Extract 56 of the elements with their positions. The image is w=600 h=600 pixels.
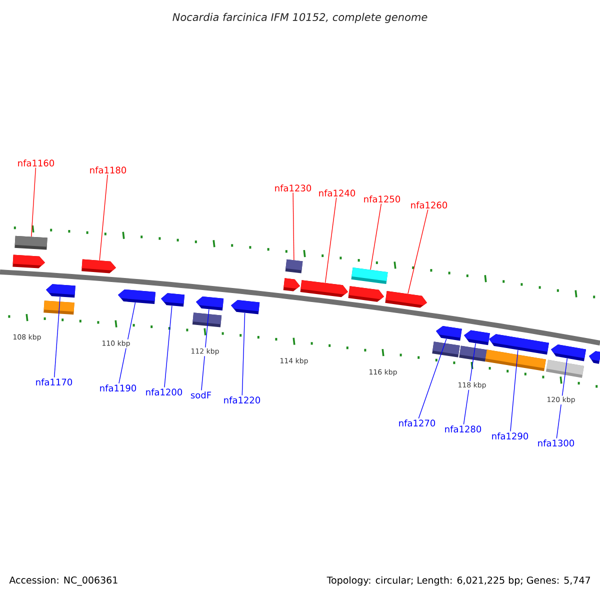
leader-line: [118, 302, 136, 384]
gene-block: [589, 351, 600, 364]
gene-label: nfa1170: [36, 378, 72, 386]
gene-label: nfa1240: [319, 190, 356, 196]
gene-label: nfa1250: [364, 196, 400, 202]
gene-block: [436, 326, 462, 341]
gene-label: nfa1160: [18, 160, 54, 166]
gene-block: [12, 254, 45, 268]
leader-line: [201, 308, 210, 391]
gene-block: [551, 344, 586, 362]
gene-label: nfa1300: [538, 440, 574, 446]
footer-text: Topology: circular; Length: 6,021,225 bp; Genes: 5,747: [326, 576, 590, 586]
gene-label: nfa1280: [445, 426, 482, 432]
gene-block: [46, 284, 76, 298]
gene-block: [231, 300, 260, 314]
gene-label: nfa1260: [411, 202, 448, 208]
footer-text: Accession: NC_006361: [9, 576, 118, 586]
gene-block: [161, 293, 185, 307]
gene-block: [118, 289, 156, 304]
gene-block: [196, 296, 224, 310]
gene-block: [14, 236, 48, 250]
gene-block: [82, 259, 116, 274]
gene-block: [432, 342, 460, 358]
gene-block: [546, 360, 584, 378]
leader-line: [408, 209, 428, 294]
gene-block: [348, 286, 384, 302]
leader-line: [31, 167, 36, 237]
gene-label: nfa1220: [224, 396, 260, 404]
leader-line: [292, 192, 294, 260]
leader-line: [324, 197, 337, 284]
gene-block: [459, 346, 487, 362]
gene-block: [285, 259, 303, 274]
gene-block: [464, 330, 490, 346]
leader-line: [54, 296, 60, 378]
leader-line: [242, 312, 246, 396]
gene-block: [192, 312, 222, 328]
gene-label: nfa1290: [492, 432, 528, 440]
leader-line: [510, 350, 518, 432]
gene-label: nfa1190: [100, 384, 136, 392]
gene-label: nfa1230: [275, 184, 312, 192]
gene-block: [44, 300, 74, 315]
gene-block: [283, 278, 300, 292]
leader-line: [99, 174, 108, 261]
gene-block: [351, 267, 388, 284]
title: Nocardia farcinica IFM 10152, complete genome: [172, 12, 428, 24]
leader-line: [164, 305, 172, 388]
gene-label: nfa1180: [90, 166, 126, 174]
gene-block: [385, 290, 427, 308]
gene-block: [485, 350, 546, 372]
gene-label: sodF: [190, 392, 212, 398]
gene-label: nfa1270: [399, 420, 436, 426]
leader-line: [556, 358, 568, 439]
gene-label: nfa1200: [146, 388, 182, 396]
leader-line: [418, 338, 447, 419]
leader-line: [370, 203, 382, 270]
leader-line: [463, 342, 476, 425]
